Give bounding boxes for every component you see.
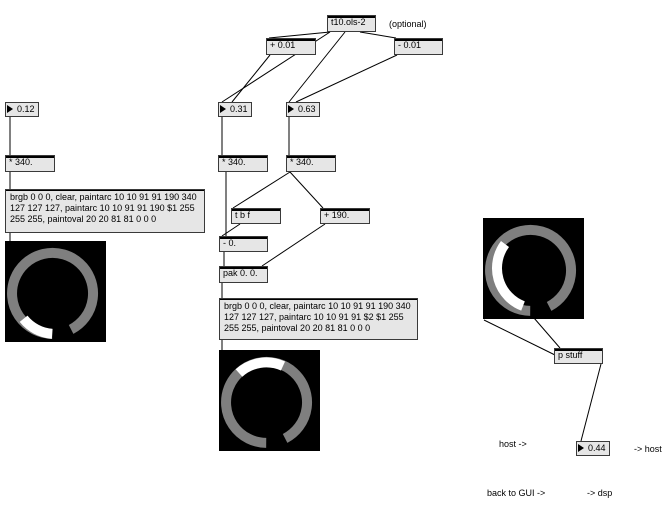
pak-object[interactable]: pak 0. 0. xyxy=(219,266,268,283)
number-arrow-icon xyxy=(7,105,13,113)
trigger-object[interactable]: t b f xyxy=(231,208,281,224)
subpatch-stuff[interactable]: p stuff xyxy=(554,348,603,364)
number-value: 0.63 xyxy=(298,104,316,114)
dsp-label: -> dsp xyxy=(587,488,613,498)
number-arrow-icon xyxy=(288,105,294,113)
multiply-object-right[interactable]: * 340. xyxy=(286,155,336,172)
number-box-left[interactable]: 0.12 xyxy=(5,102,39,117)
optional-label: (optional) xyxy=(389,19,427,29)
ring-meter-left xyxy=(7,247,98,339)
ring-meter-mid xyxy=(221,356,312,448)
host-inlet-label: host -> xyxy=(499,439,527,449)
number-arrow-icon xyxy=(578,444,584,452)
plus190-object[interactable]: + 190. xyxy=(320,208,370,224)
number-arrow-icon xyxy=(220,105,226,113)
number-value: 0.31 xyxy=(230,104,248,114)
number-box-right[interactable]: 0.63 xyxy=(286,102,320,117)
plus-offset-object[interactable]: + 0.01 xyxy=(266,38,316,55)
random-object[interactable]: t10.ols-2 xyxy=(327,15,376,32)
multiply-object-mid[interactable]: * 340. xyxy=(218,155,268,172)
number-box-host[interactable]: 0.44 xyxy=(576,441,610,456)
number-value: 0.12 xyxy=(17,104,35,114)
back-to-gui-label: back to GUI -> xyxy=(487,488,546,498)
number-box-mid[interactable]: 0.31 xyxy=(218,102,252,117)
lcd-display-right[interactable] xyxy=(483,218,584,319)
minus-zero-object[interactable]: - 0. xyxy=(219,236,268,252)
host-outlet-label: -> host xyxy=(634,444,662,454)
paint-message-left[interactable]: brgb 0 0 0, clear, paintarc 10 10 91 91 … xyxy=(5,189,205,233)
number-value: 0.44 xyxy=(588,443,606,453)
lcd-display-left[interactable] xyxy=(5,241,106,342)
paint-message-mid[interactable]: brgb 0 0 0, clear, paintarc 10 10 91 91 … xyxy=(219,298,418,340)
multiply-object-left[interactable]: * 340. xyxy=(5,155,55,172)
ring-meter-right xyxy=(485,224,576,316)
lcd-display-mid[interactable] xyxy=(219,350,320,451)
minus-offset-object[interactable]: - 0.01 xyxy=(394,38,443,55)
